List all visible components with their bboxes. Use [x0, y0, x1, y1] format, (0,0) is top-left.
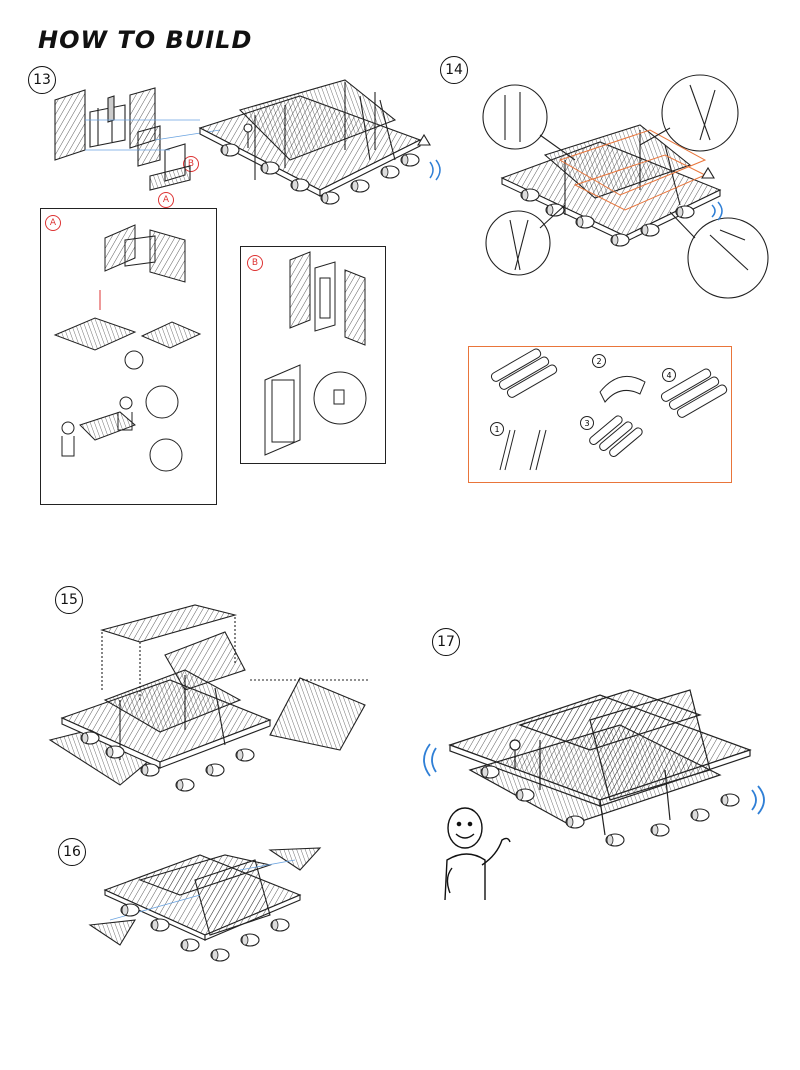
sub-step-3: 3 — [580, 416, 594, 430]
callout-a-label: A — [158, 192, 174, 208]
wave-icon — [711, 201, 723, 221]
detail-panel-a — [40, 208, 217, 505]
sub-step-1: 1 — [490, 422, 504, 436]
wave-icon — [429, 159, 441, 181]
step-15-marker: 15 — [55, 586, 83, 614]
step-13-platform — [198, 79, 431, 205]
timber-bundles — [490, 348, 728, 471]
page-title: HOW TO BUILD — [38, 26, 253, 54]
step-15-roof-exploded — [48, 604, 370, 792]
step-17-marker: 17 — [432, 628, 460, 656]
step-17-final-house — [448, 689, 752, 847]
step-13-exploded-wall — [54, 87, 221, 191]
detail-a-label: A — [45, 215, 61, 231]
step-14-frame — [482, 74, 769, 299]
timber-bundle-panel — [468, 346, 732, 483]
detail-b-label: B — [247, 255, 263, 271]
step-16-marker: 16 — [58, 838, 86, 866]
step-13-marker: 13 — [28, 66, 56, 94]
sub-step-4: 4 — [662, 368, 676, 382]
step-14-marker: 14 — [440, 56, 468, 84]
presenter-figure — [444, 807, 511, 901]
detail-b-drawings — [264, 251, 367, 456]
wave-icon — [423, 743, 765, 815]
detail-panel-b — [240, 246, 386, 464]
step-16-assembled — [88, 847, 322, 962]
sub-step-2: 2 — [592, 354, 606, 368]
detail-a-drawings — [53, 224, 202, 472]
